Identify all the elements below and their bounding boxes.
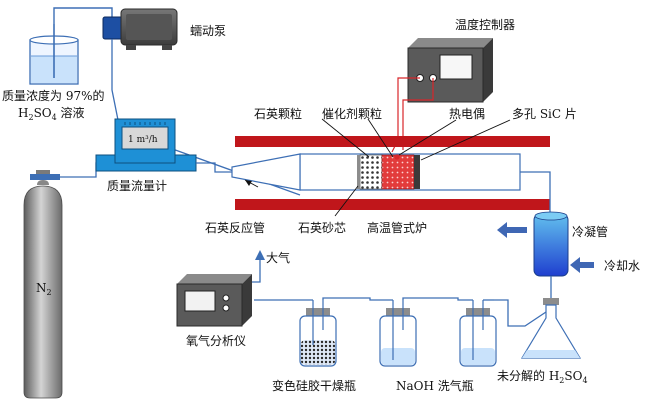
coolant-in-arrow xyxy=(570,257,594,273)
quartz-particles-bed xyxy=(359,154,383,190)
receiving-flask xyxy=(520,298,582,359)
acid-feed-tube xyxy=(53,7,113,24)
mass-flow-meter-label: 质量流量计 xyxy=(107,179,167,193)
mfc-display: 1 m³/h xyxy=(128,135,158,145)
flask-gas-line xyxy=(494,299,547,327)
quartz-reactor-label: 石英反应管 xyxy=(205,220,265,235)
arrowhead-reactor xyxy=(245,180,252,186)
bottle-link-b xyxy=(402,297,473,301)
leader-quartz-particles xyxy=(321,118,370,158)
quartz-sand-core-label: 石英砂芯 xyxy=(298,221,346,235)
silica-gel-bottle-label: 变色硅胶干燥瓶 xyxy=(272,378,356,393)
temp-controller-label: 温度控制器 xyxy=(455,17,515,32)
thermocouple-tip xyxy=(394,154,400,160)
acid-beaker xyxy=(29,24,79,85)
acid-beaker-formula: H2SO4 溶液 xyxy=(18,105,85,122)
n2-label: N2 xyxy=(36,281,52,297)
porous-sic-plate xyxy=(414,155,420,189)
gas-inlet-line xyxy=(196,162,232,173)
atmosphere-label: 大气 xyxy=(266,250,290,265)
leader-sand-core xyxy=(334,185,359,217)
peristaltic-pump-label: 蠕动泵 xyxy=(190,24,226,38)
porous-sic-label: 多孔 SiC 片 xyxy=(512,107,577,121)
silica-gel-dryer-bottle xyxy=(299,300,337,367)
leader-catalyst xyxy=(367,118,394,158)
coolant-out-arrow xyxy=(497,222,527,238)
furnace-bottom-heater xyxy=(235,199,550,210)
n2-gas-cylinder xyxy=(23,170,63,399)
acid-beaker-label: 质量浓度为 97%的 xyxy=(2,88,105,103)
undecomposed-acid-label: 未分解的 H2SO4 xyxy=(497,368,588,385)
naoh-wash-bottle-1 xyxy=(379,300,417,367)
bottle-link-a xyxy=(322,297,393,301)
mass-flow-meter xyxy=(95,118,197,172)
leader-thermocouple xyxy=(398,119,457,156)
oxygen-analyzer xyxy=(176,274,252,327)
catalyst-particles-label: 催化剂颗粒 xyxy=(322,106,382,121)
reactor-outlet-line xyxy=(520,171,551,214)
quartz-particles-label: 石英颗粒 xyxy=(254,106,302,121)
coolant-label: 冷却水 xyxy=(604,259,640,273)
naoh-bottle-label: NaOH 洗气瓶 xyxy=(396,378,474,393)
quartz-sand-core xyxy=(357,155,360,189)
condenser-label: 冷凝管 xyxy=(572,224,608,239)
furnace-top-heater xyxy=(235,136,550,147)
temperature-controller xyxy=(407,38,493,103)
vent-arrow xyxy=(255,250,265,260)
leader-porous-sic xyxy=(420,119,511,161)
tube-furnace-label: 高温管式炉 xyxy=(367,220,427,235)
thermocouple-label: 热电偶 xyxy=(449,107,485,121)
oxygen-analyzer-label: 氧气分析仪 xyxy=(186,333,246,348)
thermocouple-wire-b xyxy=(402,78,434,150)
condenser xyxy=(533,211,569,277)
catalyst-bed xyxy=(381,154,415,190)
vent-line xyxy=(252,258,261,283)
naoh-wash-bottle-2 xyxy=(459,300,497,367)
reactor-inlet-cone xyxy=(231,153,301,191)
peristaltic-pump xyxy=(102,8,178,50)
